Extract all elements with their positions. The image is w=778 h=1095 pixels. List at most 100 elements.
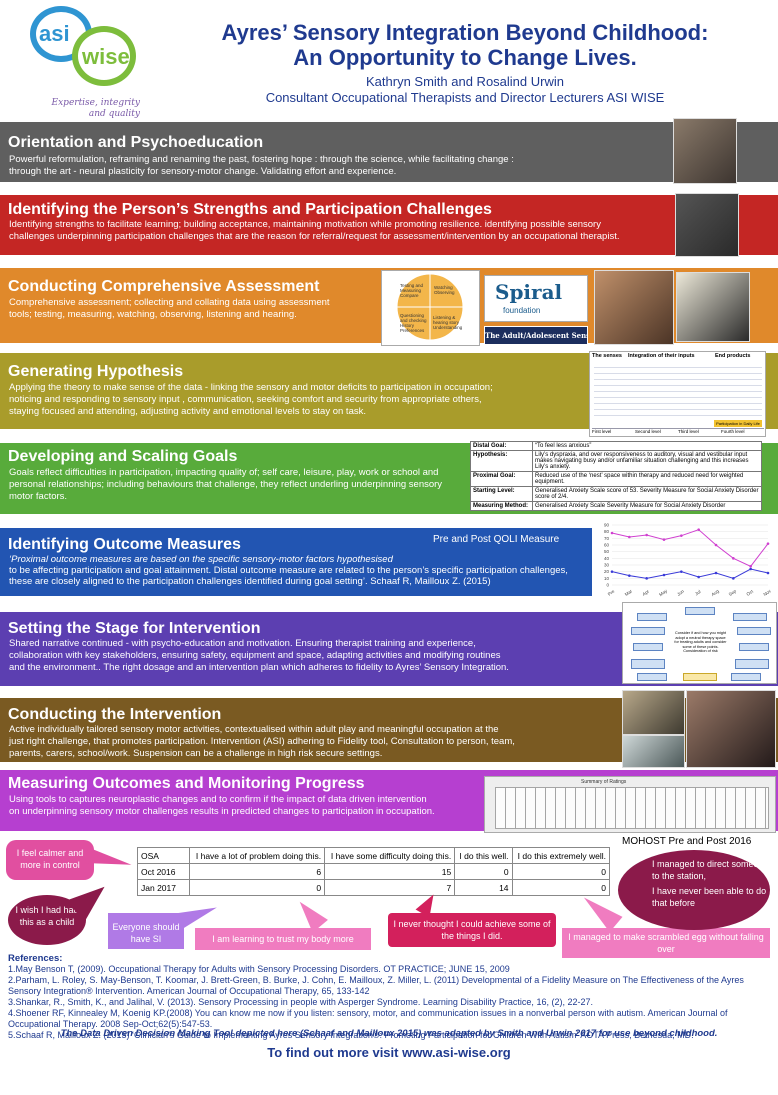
reference-item: 3.Shankar, R., Smith, K., and Jalihal, V… (8, 997, 593, 1007)
y-tick-label: 50 (604, 549, 610, 554)
section-title: Identifying Outcome Measures (8, 536, 241, 553)
table-cell: Oct 2016 (137, 863, 190, 880)
table-row: Jan 2017 0 7 14 0 (137, 879, 611, 896)
goal-scaling-table: Distal Goal:“To feel less anxious” Hypot… (470, 441, 762, 511)
photo-sensory-room (622, 690, 685, 735)
section-body-line: collaboration with key stakeholders, ens… (9, 650, 501, 661)
table-value: Lily’s dyspraxia, and over responsivenes… (532, 450, 762, 472)
diagram-center-text: Consider if and how you might adopt a ne… (674, 631, 727, 653)
quote-text: I feel calmer and more in control (16, 848, 84, 870)
reference-item: 4.Shoener RF, Kinnealey M, Koenig KP.(20… (8, 1008, 728, 1029)
diagram-q3: Questioning and checking History Prefere… (400, 313, 427, 333)
section-body-line: just right challenge, that promotes part… (9, 736, 515, 747)
data-point (628, 574, 631, 577)
table-value: Generalised Anxiety Scale score of 53. S… (532, 486, 762, 502)
table-key: Distal Goal: (470, 441, 533, 451)
section-body-line: parents, carers, school/work. Suspension… (9, 748, 383, 759)
table-header-cell: OSA (137, 847, 190, 864)
data-point (680, 570, 683, 573)
table-row: Starting Level:Generalised Anxiety Scale… (470, 486, 762, 502)
section-body-line: these are closely aligned to the partici… (9, 576, 491, 587)
quote-text: I wish I had had this as a child (15, 905, 79, 927)
x-tick-label: Pre (607, 588, 616, 596)
series-line (611, 529, 769, 567)
section-body-line: and the environment.. The right dosage a… (9, 662, 509, 673)
spiral-logo-sub: foundation (503, 306, 541, 315)
x-tick-label: Nov (762, 588, 772, 597)
section-body-line: Using tools to captures neuroplastic cha… (9, 794, 427, 805)
sheet-grid (495, 787, 769, 829)
sensory-history-title: The Adult/Adolescent Sensory History (485, 331, 587, 340)
quote-bubble-everyone: Everyone should have SI (108, 913, 184, 949)
section-title: Developing and Scaling Goals (8, 448, 238, 465)
diagram-box (631, 659, 665, 669)
green-speech-circle (72, 26, 136, 86)
bubble-tail (178, 899, 220, 929)
table-header-cell: I do this extremely well. (511, 847, 611, 864)
quote-bubble-egg: I managed to make scrambled egg without … (562, 928, 770, 958)
section-body-line: Comprehensive assessment; collecting and… (9, 297, 330, 308)
diagram-box (631, 627, 665, 635)
section-title: Measuring Outcomes and Monitoring Progre… (8, 775, 365, 792)
reference-item: 1.May Benson T, (2009). Occupational The… (8, 964, 510, 974)
photo-assessment-session (594, 270, 674, 345)
website-link[interactable]: To find out more visit www.asi-wise.org (267, 1045, 511, 1060)
table-key: Starting Level: (470, 486, 533, 502)
photo-suspended-swing (686, 690, 776, 768)
table-row: Distal Goal:“To feel less anxious” (470, 441, 762, 451)
diagram-box (637, 613, 667, 621)
data-point (697, 575, 700, 579)
diagram-box (683, 673, 717, 681)
y-tick-label: 10 (604, 576, 610, 581)
quote-text: I have never been able to do that before (652, 886, 767, 908)
section-orientation: Orientation and Psychoeducation Powerful… (0, 118, 778, 184)
quote-bubble-direct: I managed to direct someone to the stati… (618, 850, 770, 930)
table-value: Generalised Anxiety Scale Severity Measu… (532, 501, 762, 511)
sheet-title: Summary of Ratings (581, 779, 627, 785)
y-tick-label: 40 (604, 556, 610, 561)
x-tick-label: Jun (676, 588, 685, 597)
section-body-line: to be affecting participation and goal a… (9, 565, 568, 576)
section-body-line: Identifying strengths to facilitate lear… (9, 219, 601, 230)
poster-title-line1: Ayres’ Sensory Integration Beyond Childh… (221, 20, 709, 45)
asi-wise-logo: asi wise Expertise, integrity and qualit… (0, 0, 159, 122)
intervention-planning-diagram: Consider if and how you might adopt a ne… (622, 602, 777, 684)
x-tick-label: Oct (745, 588, 754, 597)
logo-wise-text: wise (82, 44, 130, 69)
section-body-line: staying focused and attending, adjusting… (9, 406, 366, 417)
quote-text: I managed to make scrambled egg without … (568, 932, 764, 954)
section-body-line: tools; testing, measuring, watching, obs… (9, 309, 297, 320)
quote-text: I managed to direct someone to the stati… (652, 859, 769, 881)
table-cell: 14 (454, 879, 513, 896)
table-cell: Jan 2017 (137, 879, 190, 896)
poster-header: asi wise Expertise, integrity and qualit… (0, 0, 778, 122)
logo-tagline-line1: Expertise, integrity (51, 98, 140, 108)
diagram-box (737, 627, 771, 635)
section-body-line: Shared narrative continued - with psycho… (9, 638, 476, 649)
osa-results-table: OSA I have a lot of problem doing this. … (137, 847, 611, 896)
poster-authors: Kathryn Smith and Rosalind Urwin Consult… (185, 74, 745, 106)
rating-summary-sheet: Summary of Ratings (484, 776, 776, 833)
section-body-line: on underpinning sensory motor challenges… (9, 806, 435, 817)
logo-tagline-line2: and quality (88, 109, 140, 119)
table-row: Proximal Goal:Reduced use of the ‘nest’ … (470, 471, 762, 487)
data-point (645, 577, 648, 580)
table-row: Oct 2016 6 15 0 0 (137, 863, 611, 880)
diagram-header-senses: The senses (592, 353, 622, 359)
y-tick-label: 30 (604, 563, 610, 568)
diagram-box (733, 613, 767, 621)
sensory-integration-diagram: The senses Integration of their inputs E… (589, 351, 766, 437)
adaptation-note: The Data Driven Decision Making Tool dep… (60, 1028, 718, 1039)
table-cell: 0 (454, 863, 513, 880)
table-key: Hypothesis: (470, 450, 533, 472)
table-header-cell: I have some difficulty doing this. (324, 847, 456, 864)
quote-bubble-calmer: I feel calmer and more in control (6, 840, 94, 880)
diagram-level-1: First level (592, 429, 612, 434)
data-point (697, 528, 700, 531)
quote-text: Everyone should have SI (112, 922, 180, 944)
y-tick-label: 20 (604, 569, 610, 574)
diagram-header-end: End products (715, 353, 751, 359)
section-title: Conducting Comprehensive Assessment (8, 278, 320, 295)
bubble-tail (577, 889, 623, 933)
poster-title-line2: An Opportunity to Change Lives. (293, 45, 637, 70)
